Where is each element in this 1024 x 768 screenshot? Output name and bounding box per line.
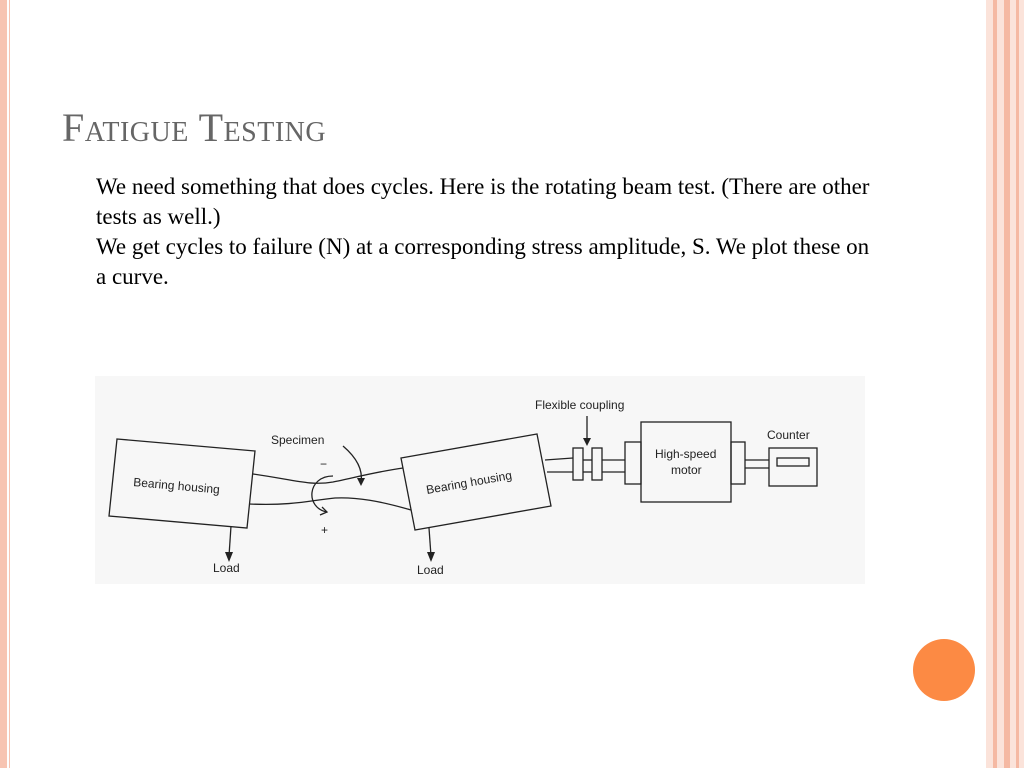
specimen-bottom-edge bbox=[248, 497, 412, 511]
counter-box bbox=[768, 447, 818, 487]
accent-circle bbox=[913, 639, 975, 701]
left-frame-line bbox=[9, 0, 10, 768]
load-arrowhead-right bbox=[427, 552, 435, 562]
load-right-label: Load bbox=[417, 563, 444, 577]
minus-sign: − bbox=[320, 457, 327, 471]
body-paragraph: We need something that does cycles. Here… bbox=[96, 174, 870, 229]
specimen-leader-arrowhead bbox=[357, 478, 365, 486]
right-frame-border bbox=[986, 0, 1024, 768]
load-arrow-right bbox=[428, 527, 432, 557]
slide-body: We need something that does cycles. Here… bbox=[96, 172, 876, 292]
shaft-line bbox=[544, 457, 574, 461]
coupling-disc bbox=[591, 447, 603, 481]
motor-end-flange bbox=[730, 441, 746, 485]
right-frame-stripe bbox=[1016, 0, 1019, 768]
right-frame-stripe bbox=[993, 0, 997, 768]
bearing-housing-left-label: Bearing housing bbox=[133, 475, 221, 497]
slide-title: Fatigue Testing bbox=[62, 105, 327, 150]
coupling-disc bbox=[572, 447, 584, 481]
counter-label: Counter bbox=[767, 428, 810, 442]
rotation-arrow bbox=[311, 475, 334, 513]
load-left-label: Load bbox=[213, 561, 240, 575]
bearing-housing-right-label: Bearing housing bbox=[425, 468, 513, 497]
load-arrow-left bbox=[228, 525, 232, 557]
body-paragraph: We get cycles to failure (N) at a corres… bbox=[96, 234, 870, 289]
specimen-label: Specimen bbox=[271, 433, 324, 447]
flexible-coupling-label: Flexible coupling bbox=[535, 398, 624, 412]
bearing-housing-right bbox=[400, 433, 552, 531]
specimen-top-edge bbox=[252, 467, 404, 484]
rotation-arrowhead bbox=[319, 506, 329, 516]
high-speed-motor bbox=[640, 421, 732, 503]
plus-sign: + bbox=[321, 523, 328, 537]
bearing-housing-left bbox=[108, 438, 256, 529]
load-arrowhead-left bbox=[225, 552, 233, 562]
motor-end-flange bbox=[624, 441, 642, 485]
left-frame-border bbox=[0, 0, 7, 768]
coupling-leader-arrowhead bbox=[583, 438, 591, 446]
rotating-beam-diagram: Flexible coupling Specimen Bearing housi… bbox=[95, 376, 865, 584]
motor-label-line-1: High-speed bbox=[655, 447, 716, 461]
motor-label-line-2: motor bbox=[671, 463, 702, 477]
right-frame-stripe bbox=[1004, 0, 1010, 768]
counter-display bbox=[776, 457, 810, 467]
